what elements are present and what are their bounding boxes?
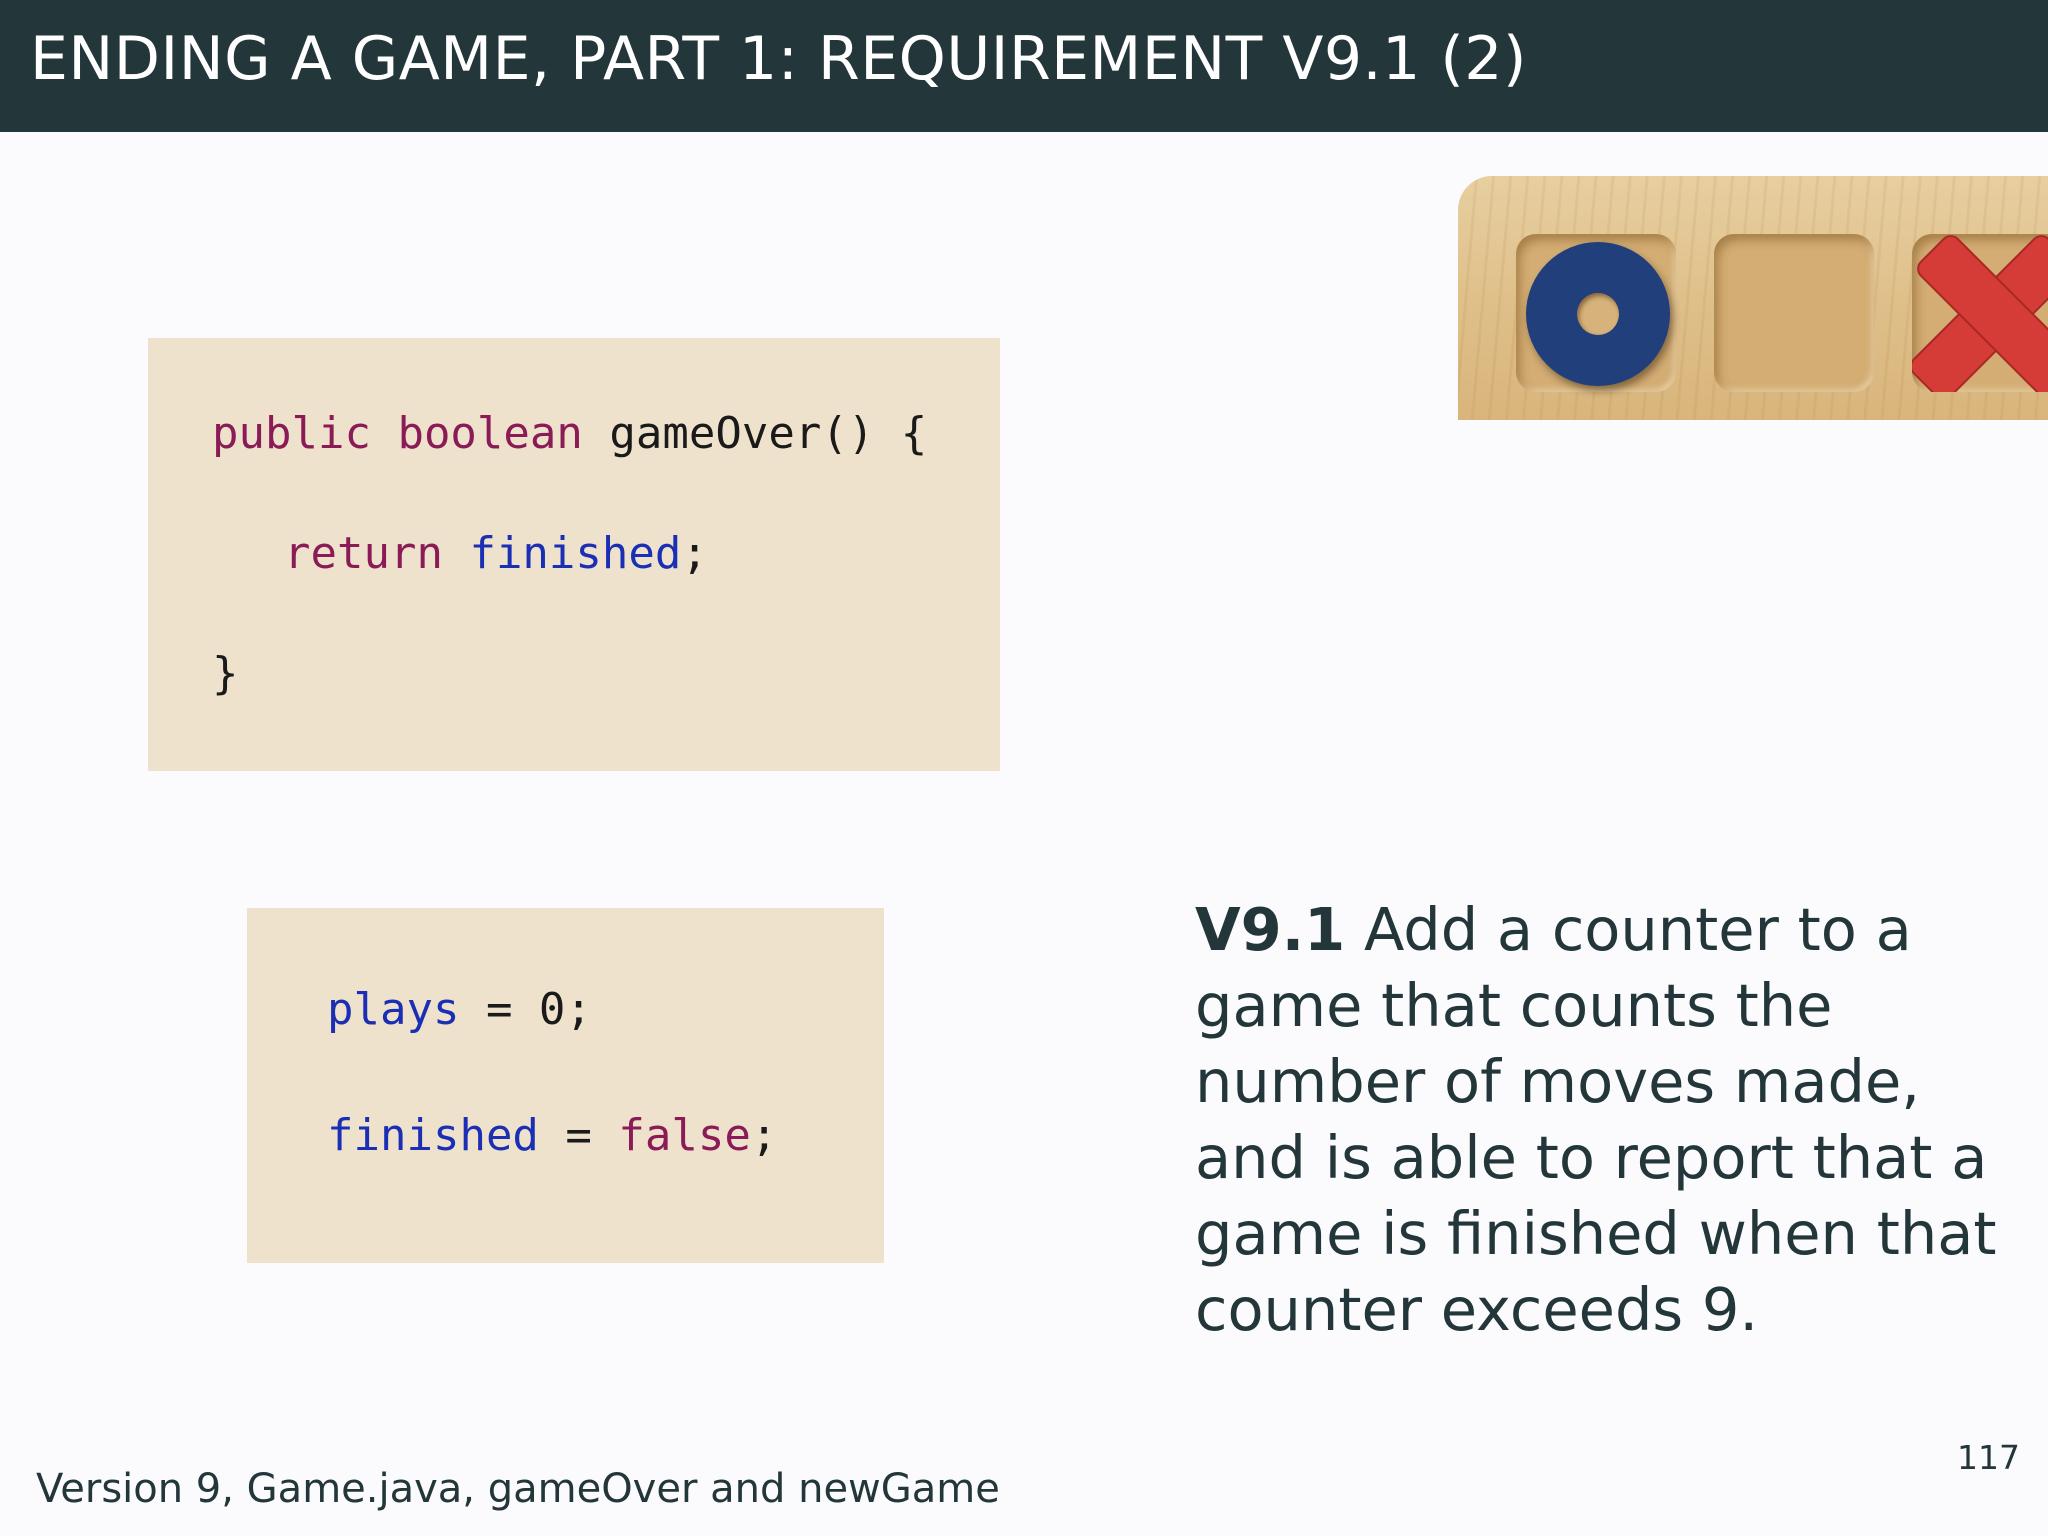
board-slot-o <box>1516 234 1676 392</box>
requirement-statement: V9.1 Add a counter to a game that counts… <box>1195 892 2015 1348</box>
page-number: 117 <box>1957 1438 2020 1477</box>
keyword-return: return <box>284 528 443 579</box>
board-slot-x <box>1912 234 2048 392</box>
title-bar: ENDING A GAME, PART 1: REQUIREMENT V9.1 … <box>0 0 2048 132</box>
code-line-plays-assign: plays = 0; <box>327 988 592 1032</box>
code-block-newgame: plays = 0; finished = false; <box>247 908 884 1263</box>
code-line-method-signature: public boolean gameOver() { <box>212 412 927 456</box>
closing-brace: } <box>212 648 239 699</box>
code-line-closing-brace: } <box>212 652 239 696</box>
requirement-description: Add a counter to a game that counts the … <box>1195 895 1997 1344</box>
requirement-id: V9.1 <box>1195 895 1346 964</box>
variable-finished: finished <box>327 1110 539 1161</box>
code-block-gameover: public boolean gameOver() { return finis… <box>148 338 1000 771</box>
tic-tac-toe-board-icon <box>1458 176 2048 420</box>
code-line-finished-assign: finished = false; <box>327 1114 777 1158</box>
o-piece-hole <box>1577 293 1619 335</box>
keyword-false: false <box>618 1110 751 1161</box>
footer-caption: Version 9, Game.java, gameOver and newGa… <box>36 1466 1000 1512</box>
semicolon: ; <box>750 1110 778 1161</box>
board-slot-empty <box>1714 234 1874 392</box>
keyword-boolean: boolean <box>397 408 583 459</box>
method-name: gameOver() { <box>609 408 928 459</box>
o-piece-icon <box>1526 242 1670 386</box>
variable-plays: plays <box>327 984 460 1035</box>
semicolon: ; <box>681 528 708 579</box>
code-line-return: return finished; <box>284 532 708 576</box>
assign-operator: = <box>538 1110 619 1161</box>
variable-finished: finished <box>469 528 682 579</box>
keyword-public: public <box>212 408 371 459</box>
slide-title: ENDING A GAME, PART 1: REQUIREMENT V9.1 … <box>30 24 1527 94</box>
assign-zero: = 0; <box>459 984 592 1035</box>
x-piece-icon <box>1912 235 2048 392</box>
